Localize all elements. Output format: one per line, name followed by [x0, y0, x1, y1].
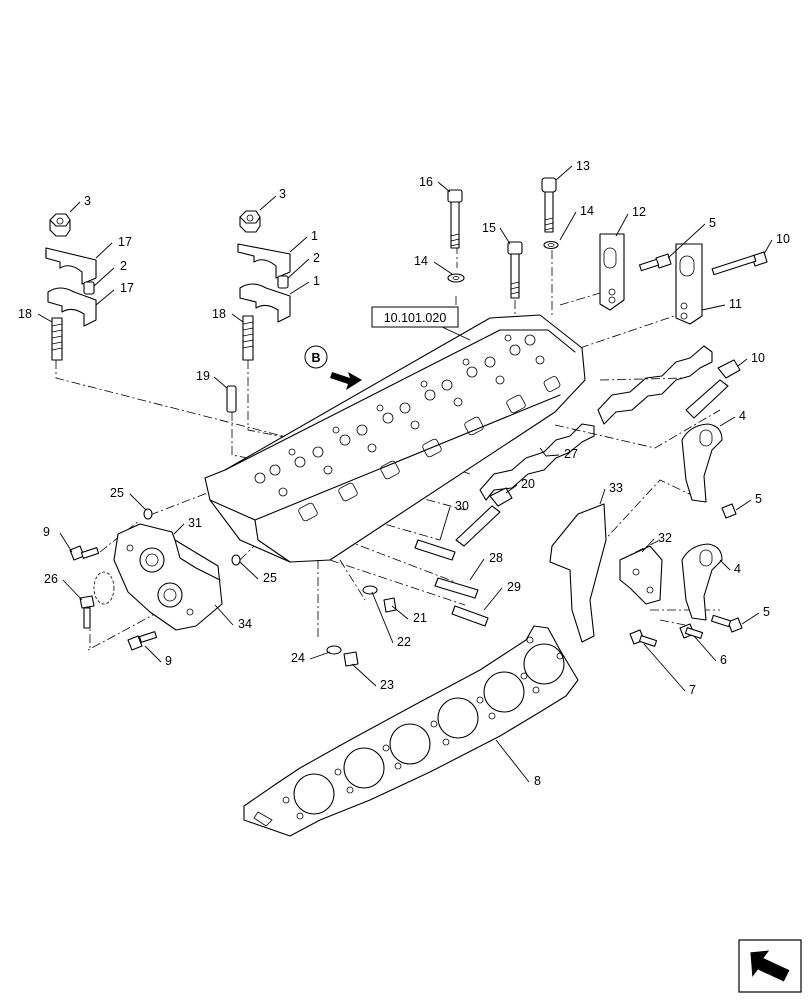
callout-c9b[interactable]: 9	[165, 654, 172, 668]
callout-c5b[interactable]: 5	[755, 492, 762, 506]
callout-c14a[interactable]: 14	[414, 254, 428, 268]
callout-c19[interactable]: 19	[196, 369, 210, 383]
callout-c21[interactable]: 21	[413, 611, 427, 625]
callout-c2a[interactable]: 2	[120, 259, 127, 273]
head-bolts	[447, 177, 559, 299]
middle-cap-stack	[226, 210, 291, 413]
view-marker-b: B	[304, 345, 362, 390]
leader-lines	[37, 165, 773, 783]
callout-c3b[interactable]: 3	[279, 187, 286, 201]
callout-c24[interactable]: 24	[291, 651, 305, 665]
studs	[414, 539, 489, 627]
view-marker-letter: B	[311, 351, 320, 365]
callout-c3a[interactable]: 3	[84, 194, 91, 208]
glow-plug-harness	[455, 345, 741, 547]
corner-arrow-icon[interactable]	[738, 939, 802, 993]
callout-c10a[interactable]: 10	[776, 232, 790, 246]
callout-c9a[interactable]: 9	[43, 525, 50, 539]
callout-c33[interactable]: 33	[609, 481, 623, 495]
callout-c8[interactable]: 8	[534, 774, 541, 788]
callout-c17a[interactable]: 17	[118, 235, 132, 249]
callout-c26[interactable]: 26	[44, 572, 58, 586]
callout-c4b[interactable]: 4	[734, 562, 741, 576]
front-cover	[69, 508, 241, 651]
callout-c2b[interactable]: 2	[313, 251, 320, 265]
callout-c14b[interactable]: 14	[580, 204, 594, 218]
callout-c30[interactable]: 30	[455, 499, 469, 513]
callout-c18a[interactable]: 18	[18, 307, 32, 321]
small-plugs	[326, 585, 397, 667]
view-direction-arrow-icon	[330, 372, 362, 390]
callout-c4a[interactable]: 4	[739, 409, 746, 423]
callout-c16[interactable]: 16	[419, 175, 433, 189]
left-cap-stack	[45, 213, 97, 361]
callout-c1b[interactable]: 1	[313, 274, 320, 288]
callout-c28[interactable]: 28	[489, 551, 503, 565]
callout-c5a[interactable]: 5	[709, 216, 716, 230]
callout-c20[interactable]: 20	[521, 477, 535, 491]
lifting-brackets	[599, 233, 768, 325]
callout-c22[interactable]: 22	[397, 635, 411, 649]
callout-c25a[interactable]: 25	[110, 486, 124, 500]
callout-c1a[interactable]: 1	[311, 229, 318, 243]
callout-c18b[interactable]: 18	[212, 307, 226, 321]
callout-c29[interactable]: 29	[507, 580, 521, 594]
callout-c32[interactable]: 32	[658, 531, 672, 545]
callout-c17b[interactable]: 17	[120, 281, 134, 295]
reference-code-box[interactable]: 10.101.020	[371, 306, 459, 328]
callout-c23[interactable]: 23	[380, 678, 394, 692]
callout-c31[interactable]: 31	[188, 516, 202, 530]
callout-c11[interactable]: 11	[729, 297, 742, 311]
head-gasket	[243, 625, 579, 837]
right-brackets	[549, 423, 743, 647]
callout-c5c[interactable]: 5	[763, 605, 770, 619]
reference-code-text: 10.101.020	[384, 311, 447, 325]
callout-c10b[interactable]: 10	[751, 351, 765, 365]
callout-c34[interactable]: 34	[238, 617, 252, 631]
callout-c13[interactable]: 13	[576, 159, 590, 173]
cylinder-head	[204, 314, 586, 563]
callout-c27[interactable]: 27	[564, 447, 578, 461]
callout-c6[interactable]: 6	[720, 653, 727, 667]
callout-c12[interactable]: 12	[632, 205, 646, 219]
callout-c25b[interactable]: 25	[263, 571, 277, 585]
callout-c15[interactable]: 15	[482, 221, 496, 235]
callout-c7[interactable]: 7	[689, 683, 696, 697]
